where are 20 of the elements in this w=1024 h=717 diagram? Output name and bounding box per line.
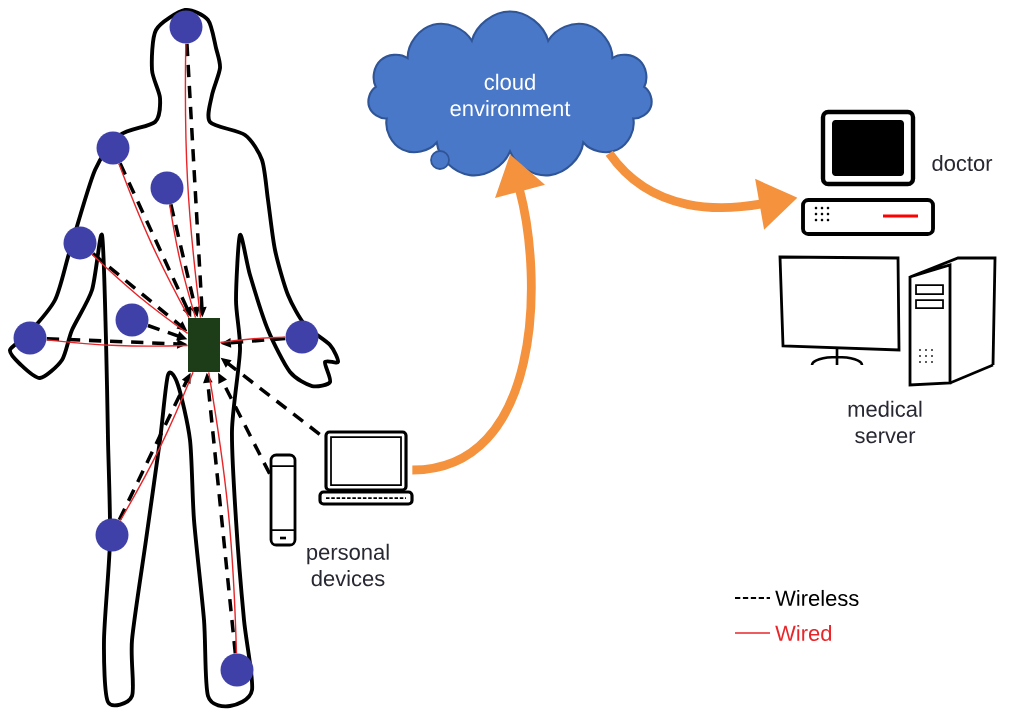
sensor-dot <box>13 321 47 355</box>
sensor-dot <box>285 320 319 354</box>
legend-label: Wireless <box>775 589 859 607</box>
sensor-dot <box>95 518 129 552</box>
device-caption: medical server <box>848 400 922 444</box>
wired-link <box>219 336 286 344</box>
smartphone-drawing <box>269 453 297 547</box>
sensor-dot <box>115 303 149 337</box>
server-computer-drawing <box>778 255 997 387</box>
sensor-dot <box>220 653 254 687</box>
sensor-dot <box>96 131 130 165</box>
caption-text: personal devices <box>307 543 389 587</box>
sensor-dot <box>169 10 203 44</box>
wired-link <box>184 43 202 319</box>
hub-box <box>188 318 220 372</box>
sensor-dot <box>63 226 97 260</box>
legend-label: Wired <box>775 624 832 642</box>
laptop-drawing <box>318 430 414 506</box>
sensor-dot <box>150 171 184 205</box>
device-caption: doctor <box>932 154 993 172</box>
